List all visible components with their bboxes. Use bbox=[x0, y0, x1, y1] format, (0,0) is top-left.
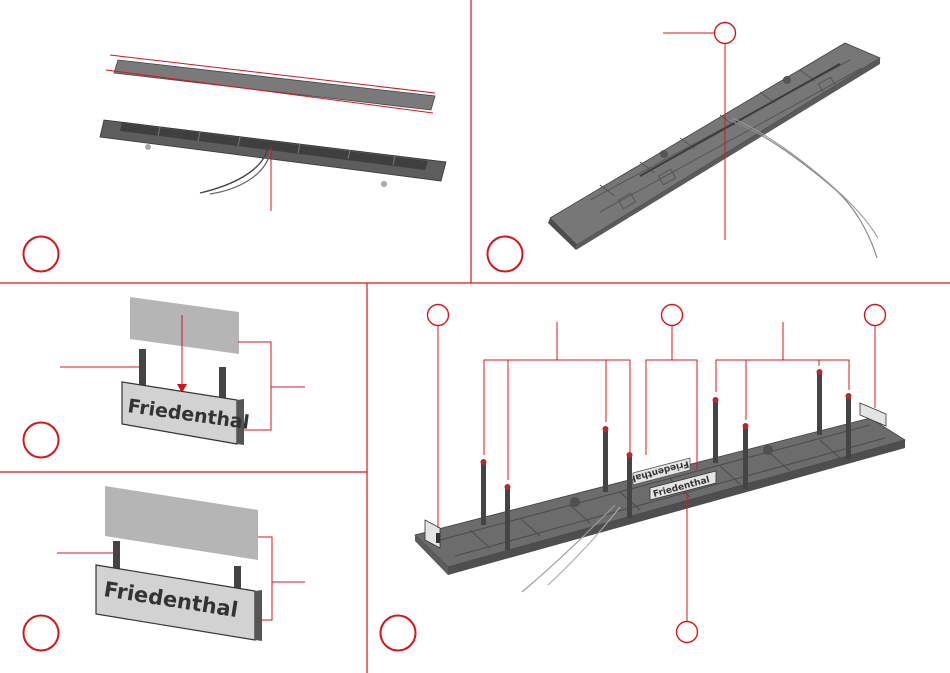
sign-label-sheet bbox=[105, 486, 258, 560]
lamp-post bbox=[713, 397, 719, 463]
panel-3: Friedenthal bbox=[24, 297, 306, 458]
platform-knob bbox=[660, 150, 668, 158]
callout-circle bbox=[662, 305, 683, 326]
panel-1 bbox=[24, 55, 447, 272]
step-circle bbox=[24, 423, 59, 458]
bracket-center bbox=[646, 360, 697, 470]
step-circle bbox=[488, 237, 523, 272]
callout-circle bbox=[715, 23, 736, 44]
callout-circle bbox=[677, 622, 698, 643]
base-frame-inner bbox=[120, 123, 428, 170]
platform-center-line bbox=[640, 64, 840, 176]
platform-front-face bbox=[448, 440, 905, 575]
sign-post-right bbox=[219, 367, 226, 399]
step-circle bbox=[24, 237, 59, 272]
sign-post-left bbox=[113, 541, 120, 571]
lamp-post bbox=[505, 484, 511, 550]
lamp-post bbox=[817, 369, 823, 435]
sign-post-left bbox=[139, 349, 146, 387]
lamp-post bbox=[743, 423, 749, 489]
bracket-left bbox=[484, 360, 630, 455]
base-foot-right bbox=[381, 181, 387, 187]
lamp-post bbox=[627, 452, 633, 518]
panel-5: Friedenthal Friedenthal bbox=[381, 305, 906, 651]
base-foot-left bbox=[145, 144, 151, 150]
step-circle bbox=[24, 616, 59, 651]
sign-label-sheet bbox=[130, 297, 239, 354]
bracket-right bbox=[716, 360, 849, 392]
lamp-post bbox=[603, 426, 609, 492]
platform-knob bbox=[570, 497, 580, 507]
panel-2 bbox=[488, 23, 881, 272]
platform-base bbox=[550, 43, 880, 245]
callout-circle bbox=[865, 305, 886, 326]
cover-strip bbox=[114, 60, 435, 110]
step-circle bbox=[381, 616, 416, 651]
lamp-post bbox=[481, 459, 487, 525]
panel-4: Friedenthal bbox=[24, 486, 306, 651]
lamp-post bbox=[846, 393, 852, 459]
callout-circle bbox=[428, 305, 449, 326]
